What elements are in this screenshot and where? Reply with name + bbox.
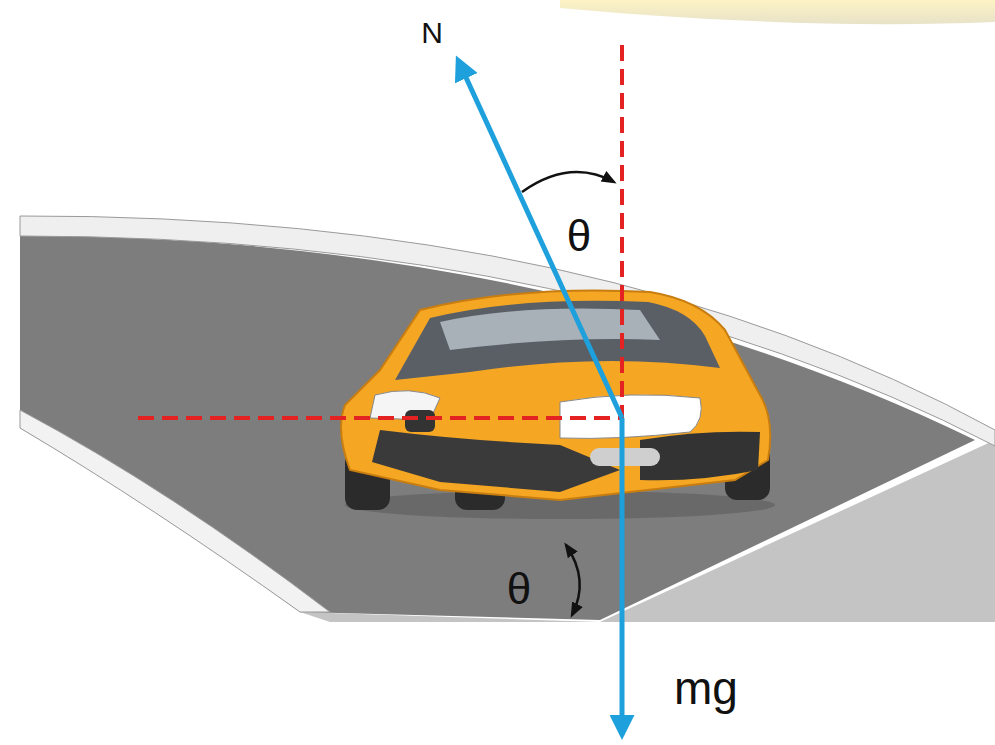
road-curb	[20, 410, 330, 612]
force-label: mg	[674, 665, 738, 711]
angle-label: θ	[507, 567, 531, 611]
vertical-reference	[620, 45, 624, 418]
angle-label: θ	[567, 214, 591, 258]
angle-arc	[522, 172, 614, 192]
road-surface	[20, 235, 975, 620]
normal-force-arrow	[458, 60, 622, 418]
force-label: N	[421, 18, 443, 48]
horizontal-reference	[138, 416, 622, 420]
angle-arc	[566, 545, 580, 615]
weight-arrow	[620, 418, 625, 735]
header-band	[560, 0, 995, 24]
car	[341, 290, 775, 519]
